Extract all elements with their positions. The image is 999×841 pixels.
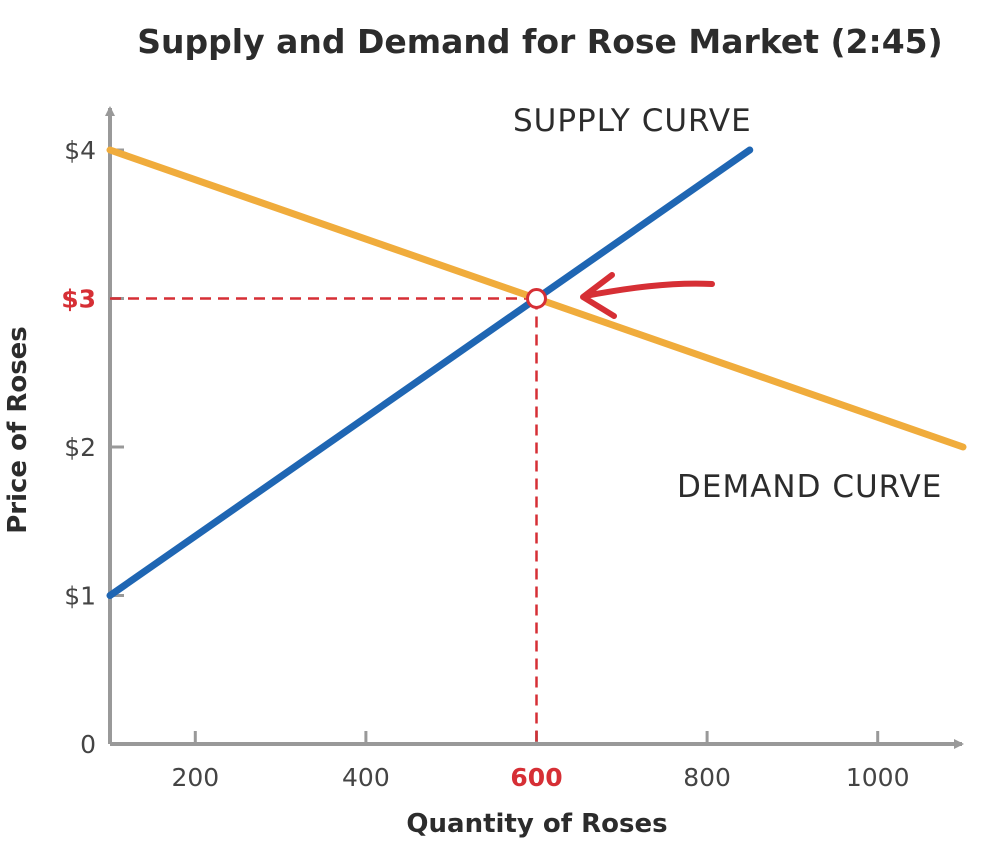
- annotations: [580, 272, 715, 319]
- labels: Quantity of Roses Price of Roses SUPPLY CU…: [3, 103, 942, 839]
- y-tick-label: $4: [64, 136, 96, 165]
- series-group: [106, 146, 967, 599]
- y-tick-label: $3: [61, 285, 96, 314]
- y-tick-label: $2: [64, 433, 96, 462]
- chart-title: Supply and Demand for Rose Market (2:45): [137, 22, 943, 61]
- demand-curve-label: DEMAND CURVE: [677, 469, 942, 505]
- x-tick-label: 800: [683, 763, 731, 792]
- x-tick-label: 200: [171, 763, 219, 792]
- x-tick-label: 400: [342, 763, 390, 792]
- y-axis-title: Price of Roses: [3, 326, 33, 534]
- x-tick-label: 600: [510, 763, 562, 792]
- ticks: 200 400 600 800 1000 0 $1 $2 $3 $4: [61, 136, 909, 792]
- supply-curve-line: [106, 146, 754, 599]
- supply-curve-label: SUPPLY CURVE: [513, 103, 752, 139]
- x-axis-title: Quantity of Roses: [406, 809, 667, 839]
- equilibrium-guides: [110, 297, 538, 744]
- equilibrium-point: [526, 288, 547, 309]
- x-tick-label: 1000: [846, 763, 910, 792]
- pointer-arrow: [580, 272, 715, 319]
- y-tick-label: 0: [80, 730, 96, 759]
- y-tick-label: $1: [64, 582, 96, 611]
